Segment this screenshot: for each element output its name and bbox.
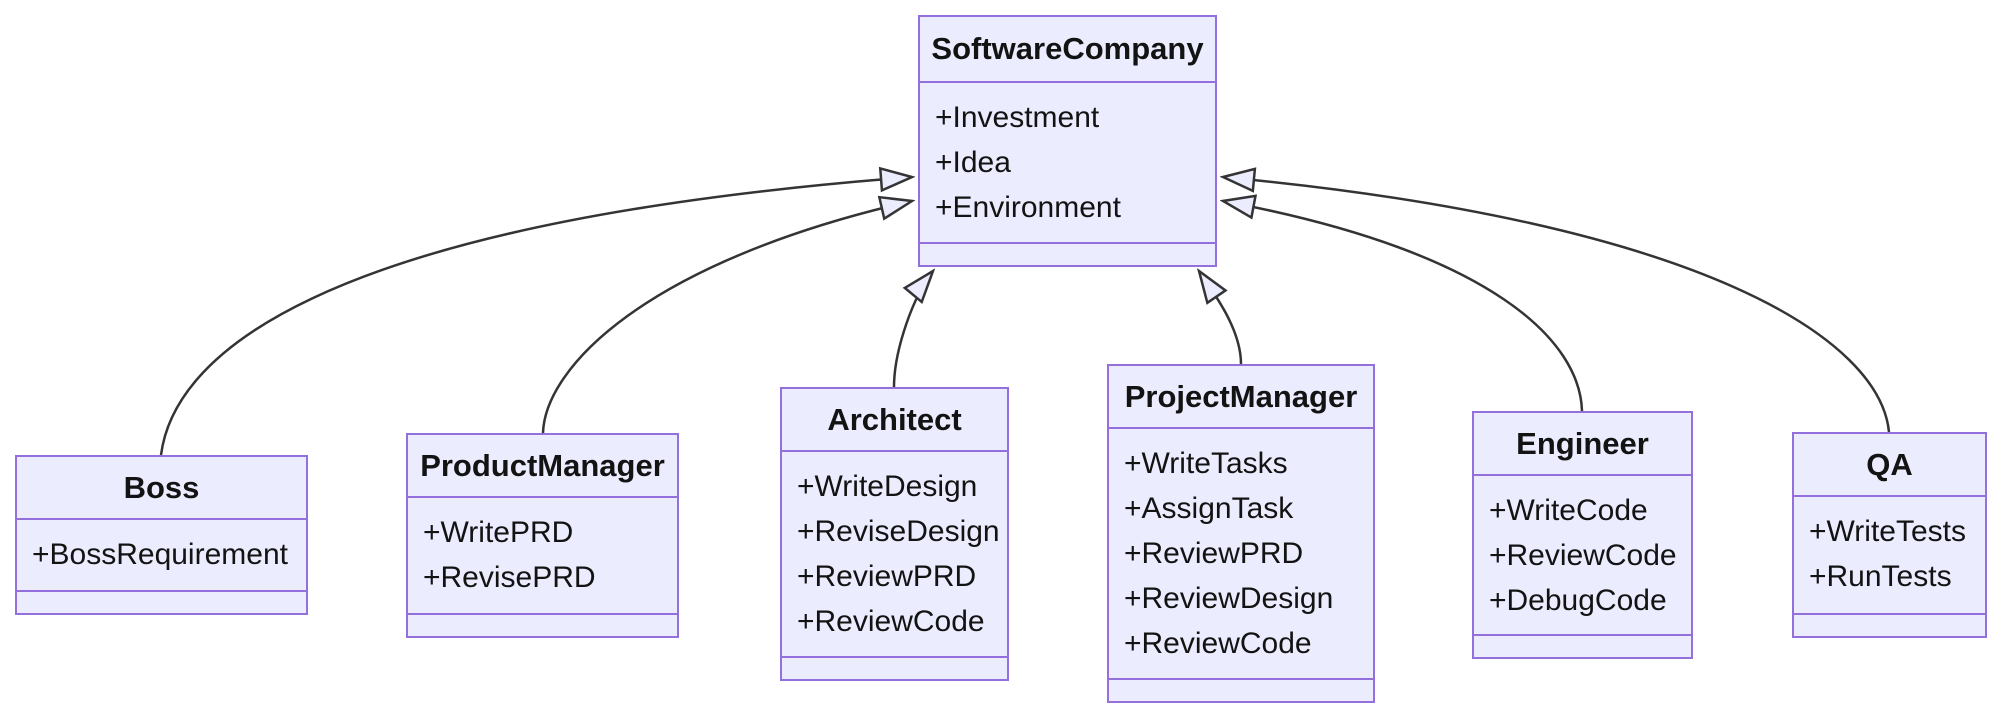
- class-member: +WriteTests: [1809, 515, 1966, 548]
- class-member: +ReviewPRD: [1124, 537, 1304, 570]
- class-members: +WriteTests +RunTests: [1794, 497, 1985, 613]
- class-methods-empty: [1109, 678, 1373, 701]
- class-member: +WritePRD: [423, 516, 574, 549]
- class-member: +DebugCode: [1489, 584, 1667, 617]
- class-methods-empty: [17, 590, 306, 613]
- edge-engineer-to-softwarecompany: [1223, 201, 1584, 412]
- class-member: +RevisePRD: [423, 561, 596, 594]
- class-member: +AssignTask: [1124, 492, 1294, 525]
- class-node-softwarecompany: SoftwareCompany +Investment +Idea +Envir…: [918, 15, 1217, 267]
- class-node-architect: Architect +WriteDesign +ReviseDesign +Re…: [780, 387, 1009, 681]
- class-methods-empty: [1474, 634, 1691, 657]
- class-title: QA: [1794, 434, 1985, 497]
- class-member: +Investment: [935, 101, 1100, 134]
- class-node-boss: Boss +BossRequirement: [15, 455, 308, 615]
- class-member: +ReviewCode: [1124, 627, 1312, 660]
- class-member: +WriteCode: [1489, 494, 1648, 527]
- class-title: Engineer: [1474, 413, 1691, 476]
- class-member: +ReviewDesign: [1124, 582, 1334, 615]
- class-member: +ReviewCode: [1489, 539, 1677, 572]
- edge-architect-to-softwarecompany: [892, 271, 933, 388]
- edge-projectmanager-to-softwarecompany: [1199, 271, 1243, 365]
- class-methods-empty: [920, 242, 1215, 265]
- class-member: +RunTests: [1809, 560, 1952, 593]
- class-title: ProjectManager: [1109, 366, 1373, 429]
- class-title: SoftwareCompany: [920, 17, 1215, 83]
- class-node-qa: QA +WriteTests +RunTests: [1792, 432, 1987, 638]
- class-methods-empty: [782, 656, 1007, 679]
- class-members: +WriteCode +ReviewCode +DebugCode: [1474, 476, 1691, 634]
- class-member: +WriteTasks: [1124, 447, 1288, 480]
- class-methods-empty: [1794, 613, 1985, 636]
- class-members: +WriteDesign +ReviseDesign +ReviewPRD +R…: [782, 452, 1007, 656]
- edge-productmanager-to-softwarecompany: [541, 201, 912, 434]
- edge-qa-to-softwarecompany: [1223, 177, 1891, 433]
- class-node-engineer: Engineer +WriteCode +ReviewCode +DebugCo…: [1472, 411, 1693, 659]
- class-members: +BossRequirement: [17, 520, 306, 590]
- edge-boss-to-softwarecompany: [159, 177, 912, 456]
- class-member: +ReviewPRD: [797, 560, 977, 593]
- class-node-projectmanager: ProjectManager +WriteTasks +AssignTask +…: [1107, 364, 1375, 703]
- class-title: ProductManager: [408, 435, 677, 498]
- class-node-productmanager: ProductManager +WritePRD +RevisePRD: [406, 433, 679, 638]
- class-member: +Idea: [935, 146, 1011, 179]
- class-title: Boss: [17, 457, 306, 520]
- class-member: +BossRequirement: [32, 538, 288, 571]
- class-member: +WriteDesign: [797, 470, 978, 503]
- class-member: +ReviewCode: [797, 605, 985, 638]
- class-members: +WritePRD +RevisePRD: [408, 498, 677, 613]
- class-member: +ReviseDesign: [797, 515, 1000, 548]
- class-members: +Investment +Idea +Environment: [920, 83, 1215, 242]
- class-methods-empty: [408, 613, 677, 636]
- class-members: +WriteTasks +AssignTask +ReviewPRD +Revi…: [1109, 429, 1373, 678]
- class-title: Architect: [782, 389, 1007, 452]
- class-member: +Environment: [935, 191, 1121, 224]
